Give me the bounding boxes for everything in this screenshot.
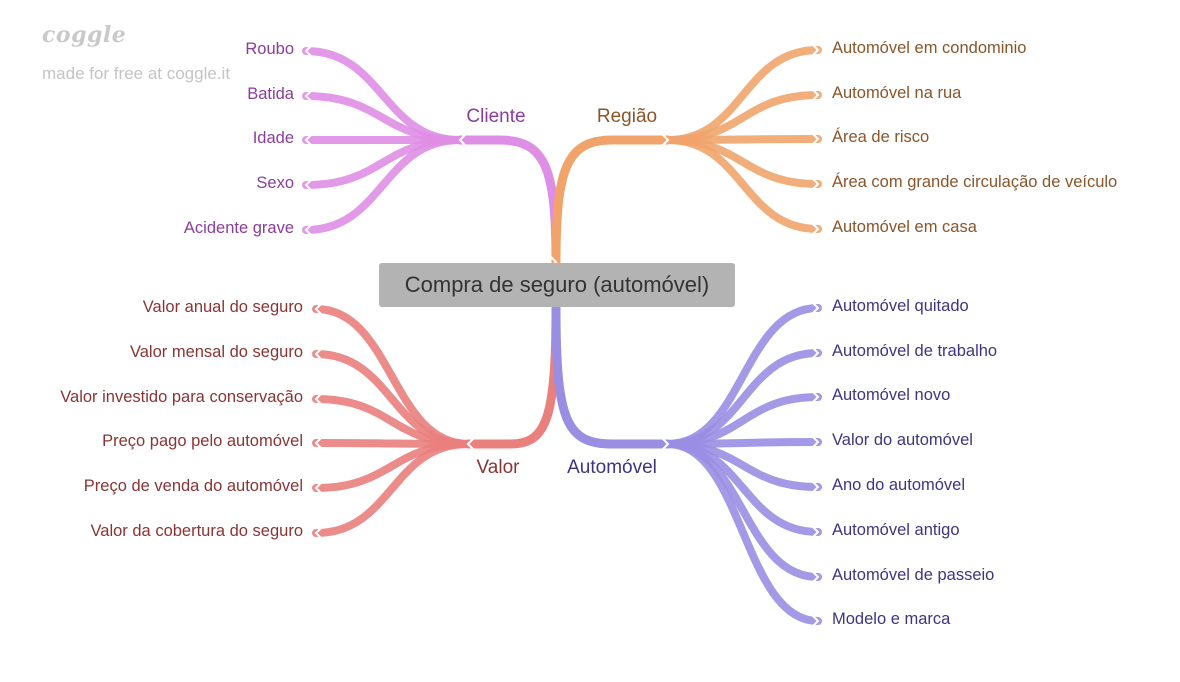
valor-leaf-5[interactable]: Valor da cobertura do seguro bbox=[90, 522, 304, 540]
valor-leaf-arrow bbox=[314, 436, 323, 450]
automovel-leaf-arrow bbox=[811, 570, 820, 584]
cliente-leaf-arrow bbox=[304, 223, 313, 237]
automovel-leaf-5[interactable]: Automóvel antigo bbox=[832, 521, 960, 539]
cliente-leaf-4[interactable]: Acidente grave bbox=[183, 219, 294, 237]
cliente-leaf-arrow bbox=[304, 44, 313, 58]
automovel-leaf-3[interactable]: Valor do automóvel bbox=[832, 431, 973, 449]
branch-label-regiao[interactable]: Região bbox=[596, 106, 658, 127]
automovel-leaf-arrow bbox=[811, 480, 820, 494]
cliente-leaf-arrow bbox=[304, 178, 313, 192]
cliente-leaf-arrow bbox=[304, 89, 313, 103]
regiao-leaf-arrow bbox=[811, 88, 820, 102]
automovel-leaf-arrow bbox=[811, 346, 820, 360]
automovel-connector bbox=[551, 303, 673, 449]
automovel-leaf-7[interactable]: Modelo e marca bbox=[832, 610, 951, 628]
cliente-leaf-arrow bbox=[304, 133, 313, 147]
regiao-leaf-arrow bbox=[811, 132, 820, 146]
automovel-leaf-1[interactable]: Automóvel de trabalho bbox=[832, 342, 998, 360]
regiao-leaf-arrow bbox=[811, 177, 820, 191]
valor-leaf-2[interactable]: Valor investido para conservação bbox=[60, 388, 303, 406]
regiao-leaf-3[interactable]: Área com grande circulação de veículo bbox=[832, 173, 1118, 191]
watermark-text: made for free at coggle.it bbox=[42, 64, 231, 83]
cliente-hub-arrow bbox=[458, 133, 467, 147]
regiao-connector bbox=[551, 135, 673, 267]
central-topic-label: Compra de seguro (automóvel) bbox=[404, 272, 710, 297]
regiao-leaf-2[interactable]: Área de risco bbox=[832, 128, 930, 146]
valor-leaf-connector bbox=[312, 440, 472, 537]
cliente-leaf-1[interactable]: Batida bbox=[247, 85, 294, 103]
cliente-leaf-2[interactable]: Idade bbox=[252, 129, 294, 147]
regiao-leaf-arrow bbox=[811, 43, 820, 57]
automovel-hub-arrow bbox=[661, 437, 670, 451]
valor-connector bbox=[463, 303, 561, 449]
automovel-leaf-arrow bbox=[811, 390, 820, 404]
automovel-leaf-arrow bbox=[811, 301, 820, 315]
valor-leaf-3[interactable]: Preço pago pelo automóvel bbox=[102, 432, 303, 450]
valor-leaf-arrow bbox=[314, 302, 323, 316]
valor-leaf-arrow bbox=[314, 481, 323, 495]
regiao-leaf-4[interactable]: Automóvel em casa bbox=[832, 218, 977, 236]
automovel-leaf-0[interactable]: Automóvel quitado bbox=[832, 297, 969, 315]
cliente-leaf-connector bbox=[302, 136, 464, 234]
cliente-leaf-3[interactable]: Sexo bbox=[256, 174, 294, 192]
valor-leaf-arrow bbox=[314, 392, 323, 406]
valor-leaf-4[interactable]: Preço de venda do automóvel bbox=[83, 477, 303, 495]
automovel-leaf-6[interactable]: Automóvel de passeio bbox=[832, 566, 995, 584]
valor-leaf-arrow bbox=[314, 347, 323, 361]
branch-label-valor[interactable]: Valor bbox=[476, 457, 520, 478]
valor-hub-arrow bbox=[466, 437, 475, 451]
automovel-leaf-arrow bbox=[811, 614, 820, 628]
valor-leaf-0[interactable]: Valor anual do seguro bbox=[142, 298, 303, 316]
regiao-hub-arrow bbox=[661, 133, 670, 147]
regiao-leaf-arrow bbox=[811, 222, 820, 236]
branch-label-cliente[interactable]: Cliente bbox=[466, 106, 526, 127]
coggle-logo: coggle bbox=[42, 22, 127, 48]
automovel-leaf-arrow bbox=[811, 525, 820, 539]
central-topic[interactable]: Compra de seguro (automóvel) bbox=[379, 263, 735, 307]
branch-label-automovel[interactable]: Automóvel bbox=[567, 457, 657, 478]
regiao-leaf-1[interactable]: Automóvel na rua bbox=[832, 84, 962, 102]
automovel-leaf-4[interactable]: Ano do automóvel bbox=[832, 476, 966, 494]
valor-leaf-arrow bbox=[314, 526, 323, 540]
automovel-leaf-connector bbox=[664, 440, 822, 625]
regiao-leaf-connector bbox=[664, 136, 822, 233]
cliente-leaf-0[interactable]: Roubo bbox=[245, 40, 294, 58]
automovel-leaf-2[interactable]: Automóvel novo bbox=[832, 386, 951, 404]
regiao-leaf-0[interactable]: Automóvel em condominio bbox=[832, 39, 1027, 57]
valor-leaf-1[interactable]: Valor mensal do seguro bbox=[129, 343, 303, 361]
cliente-connector bbox=[455, 135, 561, 267]
automovel-leaf-arrow bbox=[811, 435, 820, 449]
